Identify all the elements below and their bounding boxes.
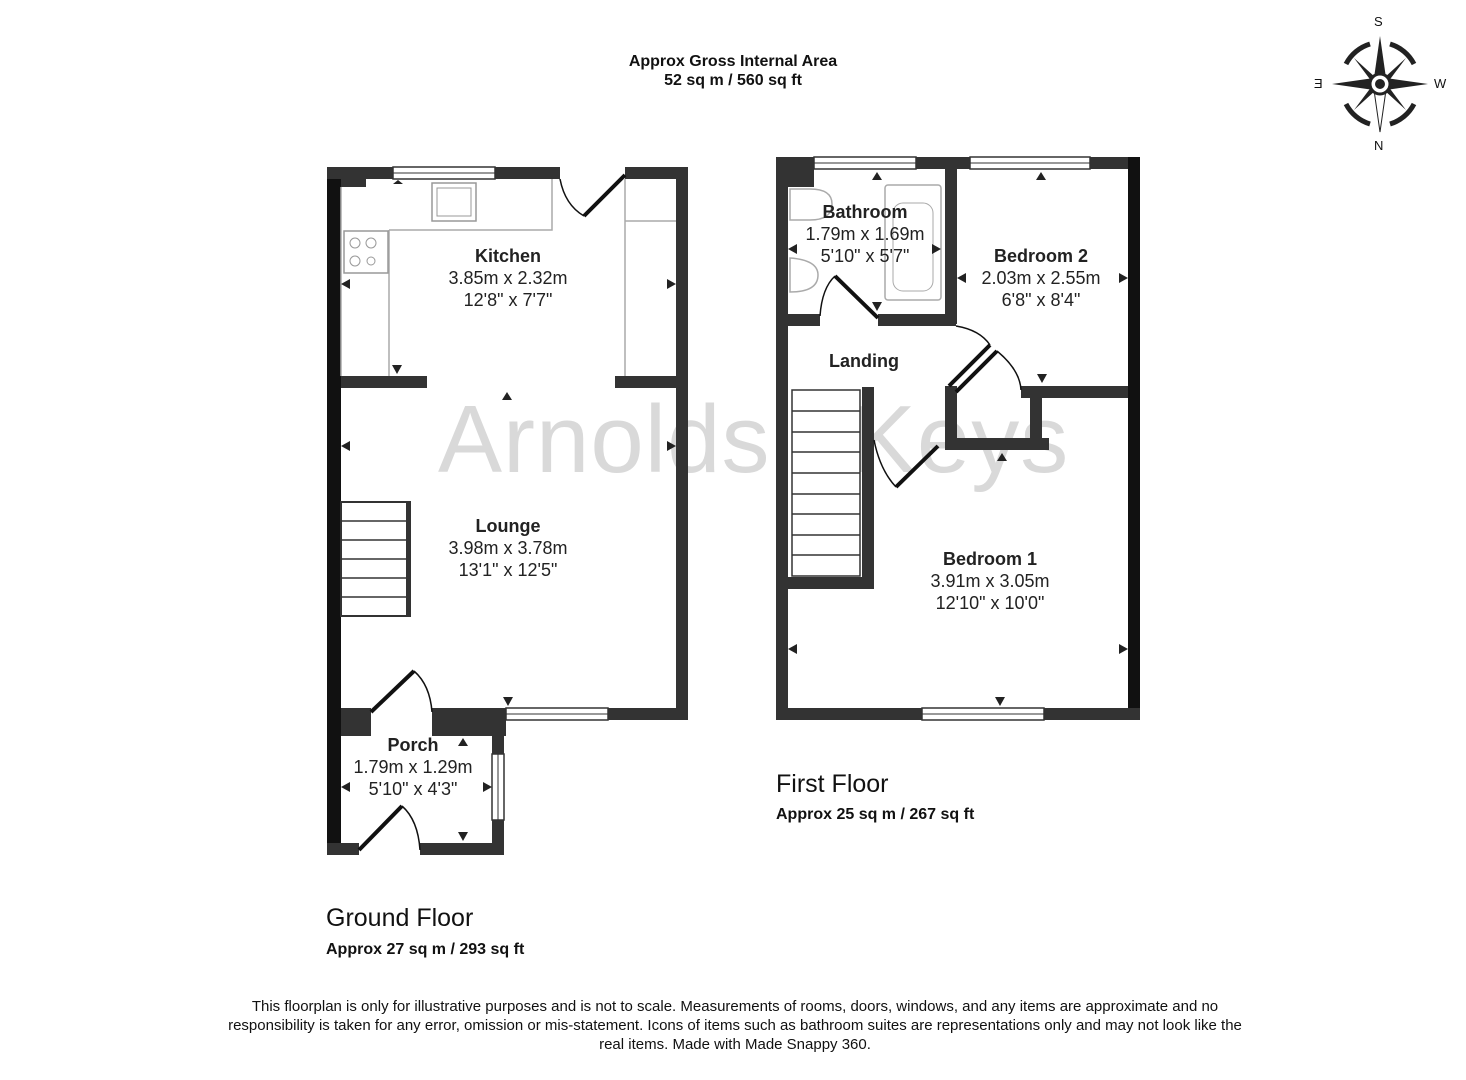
compass-rose-icon: S N E W bbox=[1310, 14, 1450, 154]
room-metric: 3.98m x 3.78m bbox=[448, 538, 568, 558]
room-name: Lounge bbox=[475, 516, 541, 536]
room-bedroom-2: Bedroom 2 2.03m x 2.55m 6'8" x 8'4" bbox=[981, 245, 1100, 311]
room-metric: 1.79m x 1.69m bbox=[805, 224, 925, 244]
room-bedroom-1: Bedroom 1 3.91m x 3.05m 12'10" x 10'0" bbox=[930, 548, 1049, 614]
room-metric: 2.03m x 2.55m bbox=[981, 268, 1101, 288]
ground-floor-title: Ground Floor bbox=[326, 904, 474, 932]
room-name: Bedroom 2 bbox=[993, 246, 1089, 266]
disclaimer: This floorplan is only for illustrative … bbox=[228, 998, 1242, 1053]
room-bathroom: Bathroom 1.79m x 1.69m 5'10" x 5'7" bbox=[805, 201, 924, 267]
room-imperial: 12'8" x 7'7" bbox=[463, 290, 553, 310]
first-floor-area: Approx 25 sq m / 267 sq ft bbox=[776, 806, 975, 823]
room-name: Landing bbox=[829, 351, 899, 371]
room-lounge: Lounge 3.98m x 3.78m 13'1" x 12'5" bbox=[448, 515, 567, 581]
room-metric: 1.79m x 1.29m bbox=[353, 757, 473, 777]
room-porch: Porch 1.79m x 1.29m 5'10" x 4'3" bbox=[353, 734, 472, 800]
room-name: Porch bbox=[387, 735, 439, 755]
ground-floor-area: Approx 27 sq m / 293 sq ft bbox=[326, 941, 525, 958]
room-name: Kitchen bbox=[474, 246, 541, 266]
room-imperial: 6'8" x 8'4" bbox=[1001, 290, 1081, 310]
room-imperial: 12'10" x 10'0" bbox=[935, 593, 1045, 613]
gross-area-header: Approx Gross Internal Area 52 sq m / 560… bbox=[0, 52, 1466, 90]
room-landing: Landing bbox=[829, 350, 899, 372]
gross-area-value: 52 sq m / 560 sq ft bbox=[664, 72, 802, 89]
room-imperial: 13'1" x 12'5" bbox=[458, 560, 558, 580]
room-metric: 3.85m x 2.32m bbox=[448, 268, 568, 288]
room-metric: 3.91m x 3.05m bbox=[930, 571, 1050, 591]
room-name: Bedroom 1 bbox=[942, 549, 1038, 569]
room-name: Bathroom bbox=[822, 202, 908, 222]
gross-area-title: Approx Gross Internal Area bbox=[628, 53, 838, 70]
room-imperial: 5'10" x 4'3" bbox=[368, 779, 458, 799]
first-floor-title: First Floor bbox=[776, 770, 889, 798]
compass-label-top: S bbox=[1374, 14, 1383, 29]
room-kitchen: Kitchen 3.85m x 2.32m 12'8" x 7'7" bbox=[448, 245, 567, 311]
compass-label-bottom: N bbox=[1374, 138, 1384, 153]
room-imperial: 5'10" x 5'7" bbox=[820, 246, 910, 266]
